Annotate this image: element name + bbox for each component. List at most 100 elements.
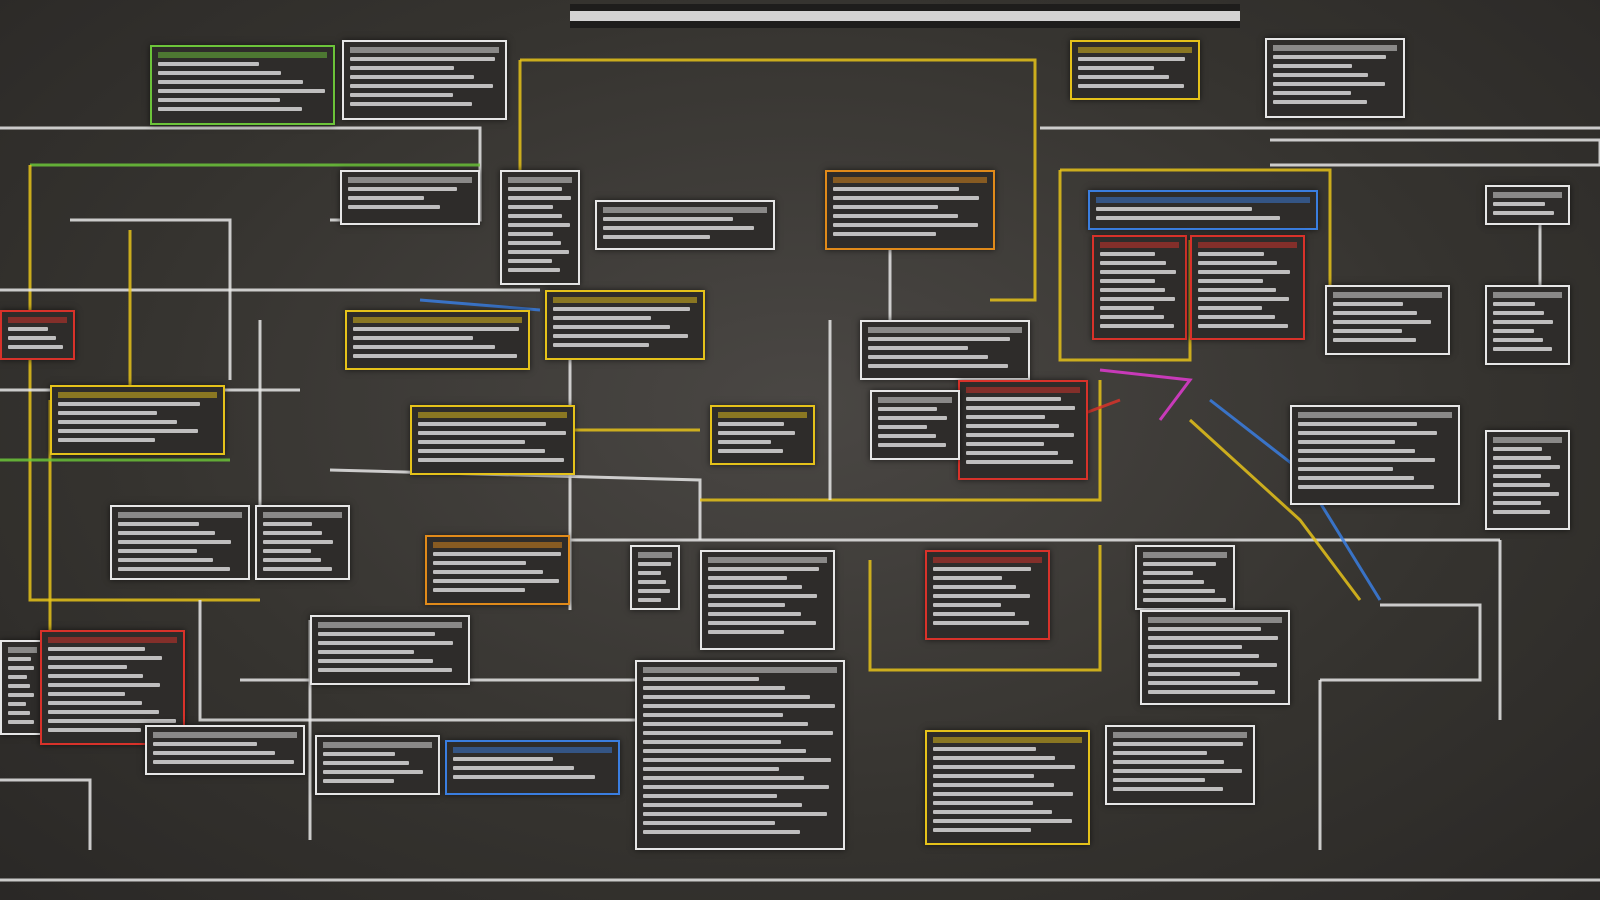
- illegible-text-line: [643, 776, 805, 780]
- illegible-text-line: [708, 567, 819, 571]
- illegible-text-line: [48, 683, 161, 687]
- illegible-text-line: [833, 223, 978, 227]
- illegible-text-line: [1198, 315, 1276, 319]
- illegible-text-line: [508, 268, 561, 272]
- connector-line: [700, 380, 1102, 502]
- illegible-text-line: [1100, 279, 1155, 283]
- illegible-text-line: [153, 760, 295, 764]
- illegible-text-line: [638, 571, 662, 575]
- illegible-text-line: [1273, 82, 1385, 86]
- diagram-node: [545, 290, 705, 360]
- illegible-text-line: [158, 98, 280, 102]
- illegible-text-line: [318, 641, 454, 645]
- illegible-text-line: [933, 603, 1001, 607]
- diagram-node: [425, 535, 570, 605]
- illegible-text-line: [1493, 483, 1551, 487]
- diagram-node: [870, 390, 960, 460]
- diagram-node: [1105, 725, 1255, 805]
- illegible-text-line: [323, 779, 394, 783]
- illegible-text-line: [1273, 55, 1386, 59]
- diagram-node: [342, 40, 507, 120]
- illegible-text-line: [1148, 654, 1260, 658]
- illegible-text-line: [718, 431, 796, 435]
- illegible-text-line: [878, 416, 947, 420]
- diagram-node: [1485, 285, 1570, 365]
- illegible-text-line: [718, 440, 772, 444]
- connector-line: [1060, 168, 1332, 290]
- diagram-node: [635, 660, 845, 850]
- illegible-text-line: [643, 695, 810, 699]
- illegible-text-line: [708, 585, 802, 589]
- illegible-text-line: [118, 522, 199, 526]
- illegible-text-line: [263, 549, 312, 553]
- illegible-text-line: [878, 434, 937, 438]
- diagram-node: [925, 730, 1090, 845]
- illegible-text-line: [353, 354, 517, 358]
- illegible-text-line: [603, 226, 754, 230]
- illegible-text-line: [878, 443, 947, 447]
- illegible-text-line: [643, 785, 830, 789]
- illegible-text-line: [933, 828, 1032, 832]
- illegible-text-line: [1143, 571, 1194, 575]
- diagram-node: [340, 170, 480, 225]
- illegible-text-line: [508, 214, 562, 218]
- diagram-node: [1325, 285, 1450, 355]
- diagram-node: [150, 45, 335, 125]
- illegible-text-line: [603, 235, 710, 239]
- illegible-text-line: [48, 647, 145, 651]
- illegible-text-line: [508, 232, 553, 236]
- illegible-text-line: [718, 422, 784, 426]
- illegible-text-line: [1298, 440, 1396, 444]
- illegible-text-line: [966, 424, 1060, 428]
- illegible-text-line: [318, 632, 435, 636]
- illegible-text-line: [1148, 627, 1261, 631]
- illegible-text-line: [553, 307, 690, 311]
- illegible-text-line: [1493, 211, 1555, 215]
- diagram-node: [860, 320, 1030, 380]
- illegible-text-line: [1493, 465, 1560, 469]
- illegible-text-line: [1143, 580, 1205, 584]
- diagram-node: [1135, 545, 1235, 610]
- illegible-text-line: [418, 422, 547, 426]
- illegible-text-line: [323, 761, 410, 765]
- illegible-text-line: [1333, 329, 1402, 333]
- illegible-text-line: [48, 692, 126, 696]
- illegible-text-line: [708, 630, 785, 634]
- illegible-text-line: [118, 531, 215, 535]
- illegible-text-line: [1493, 501, 1541, 505]
- illegible-text-line: [933, 612, 1015, 616]
- illegible-text-line: [318, 659, 434, 663]
- illegible-text-line: [1273, 100, 1368, 104]
- illegible-text-line: [1273, 91, 1352, 95]
- illegible-text-line: [158, 89, 326, 93]
- illegible-text-line: [1100, 252, 1156, 256]
- illegible-text-line: [508, 187, 563, 191]
- illegible-text-line: [318, 668, 452, 672]
- illegible-text-line: [603, 217, 733, 221]
- illegible-text-line: [1148, 663, 1277, 667]
- illegible-text-line: [643, 713, 783, 717]
- illegible-text-line: [638, 589, 671, 593]
- illegible-text-line: [933, 576, 1002, 580]
- illegible-text-line: [553, 334, 689, 338]
- illegible-text-line: [933, 756, 1056, 760]
- illegible-text-line: [966, 460, 1074, 464]
- illegible-text-line: [433, 561, 526, 565]
- illegible-text-line: [1100, 306, 1154, 310]
- illegible-text-line: [1198, 261, 1278, 265]
- illegible-text-line: [350, 57, 495, 61]
- illegible-text-line: [1298, 485, 1434, 489]
- connector-line: [520, 58, 1037, 302]
- illegible-text-line: [48, 719, 176, 723]
- diagram-node: [310, 615, 470, 685]
- illegible-text-line: [933, 747, 1036, 751]
- illegible-text-line: [1298, 467, 1394, 471]
- illegible-text-line: [8, 711, 31, 715]
- illegible-text-line: [118, 567, 230, 571]
- illegible-text-line: [933, 801, 1033, 805]
- illegible-text-line: [933, 819, 1072, 823]
- illegible-text-line: [643, 677, 760, 681]
- illegible-text-line: [1148, 690, 1276, 694]
- illegible-text-line: [350, 75, 474, 79]
- illegible-text-line: [1493, 510, 1550, 514]
